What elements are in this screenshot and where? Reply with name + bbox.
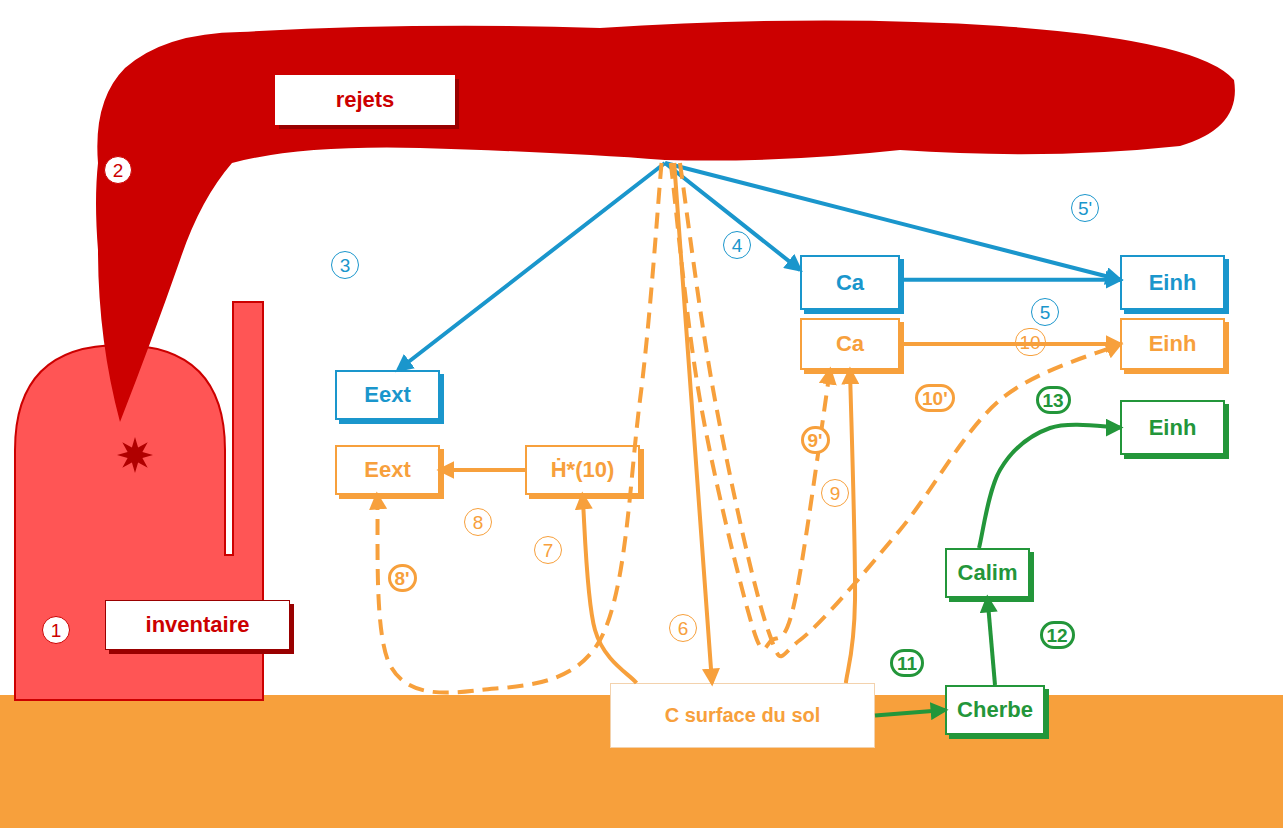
process-box: Einh bbox=[1120, 400, 1225, 455]
callout-number: 1 bbox=[42, 616, 70, 644]
node-label: Einh bbox=[1149, 270, 1197, 296]
node-label: Cherbe bbox=[957, 697, 1033, 723]
process-box: Ca bbox=[800, 255, 900, 310]
node-label: Ca bbox=[836, 270, 864, 296]
flow-arrow bbox=[377, 163, 662, 693]
edge-label: 5' bbox=[1071, 194, 1099, 222]
edge-label: 9 bbox=[821, 479, 849, 507]
process-box: inventaire bbox=[105, 600, 290, 650]
edge-label: 8' bbox=[388, 564, 417, 592]
edge-label: 12 bbox=[1040, 621, 1075, 649]
flow-arrow bbox=[674, 163, 712, 683]
process-box: Einh bbox=[1120, 318, 1225, 370]
flow-arrow bbox=[398, 163, 665, 370]
flow-arrow bbox=[875, 710, 945, 716]
plume-outline bbox=[90, 18, 1240, 163]
edge-label: 10 bbox=[1015, 328, 1046, 356]
flow-arrow bbox=[900, 342, 1120, 346]
process-box: Einh bbox=[1120, 255, 1225, 310]
flow-arrow bbox=[979, 425, 1120, 548]
node-label: Ca bbox=[836, 331, 864, 357]
flow-arrow bbox=[988, 598, 996, 685]
flow-arrow bbox=[680, 163, 1120, 656]
process-box: Ca bbox=[800, 318, 900, 370]
explosion-star bbox=[117, 437, 153, 473]
flow-arrow bbox=[665, 163, 1120, 280]
process-box: Calim bbox=[945, 548, 1030, 598]
process-box: Ḣ*(10) bbox=[525, 445, 640, 495]
edge-label: 9' bbox=[801, 426, 830, 454]
node-label: Ḣ*(10) bbox=[551, 457, 615, 483]
node-label: C surface du sol bbox=[665, 704, 821, 727]
node-label: Eext bbox=[364, 457, 410, 483]
edge-label: 13 bbox=[1036, 386, 1071, 414]
process-box: C surface du sol bbox=[610, 683, 875, 748]
plume-column bbox=[96, 163, 232, 422]
plume-shape: rejets bbox=[90, 18, 1240, 163]
edge-label: 3 bbox=[331, 251, 359, 279]
node-label: rejets bbox=[275, 75, 455, 125]
process-box: Cherbe bbox=[945, 685, 1045, 735]
flow-arrow bbox=[846, 370, 855, 683]
node-label: inventaire bbox=[146, 612, 250, 638]
plume-path bbox=[97, 20, 1235, 163]
edge-label: 8 bbox=[464, 508, 492, 536]
node-label: Calim bbox=[958, 560, 1018, 586]
flow-arrow bbox=[900, 278, 1120, 282]
process-box: Eext bbox=[335, 445, 440, 495]
process-box: Eext bbox=[335, 370, 440, 420]
node-label: Einh bbox=[1149, 415, 1197, 441]
edge-label: 10' bbox=[915, 384, 955, 412]
node-label: Einh bbox=[1149, 331, 1197, 357]
edge-label: 11 bbox=[890, 649, 924, 677]
node-label: Eext bbox=[364, 382, 410, 408]
flow-arrow bbox=[440, 468, 525, 472]
callout-number: 2 bbox=[104, 156, 132, 184]
edge-label: 5 bbox=[1031, 298, 1059, 326]
flow-arrow bbox=[583, 495, 637, 683]
edge-label: 7 bbox=[534, 536, 562, 564]
flow-arrow bbox=[665, 163, 800, 270]
edge-label: 4 bbox=[723, 231, 751, 259]
flow-arrow bbox=[671, 163, 830, 649]
edge-label: 6 bbox=[669, 614, 697, 642]
